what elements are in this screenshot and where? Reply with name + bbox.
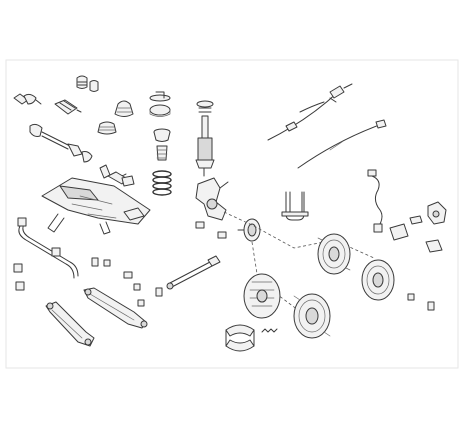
bump-stop[interactable] xyxy=(114,100,134,117)
wheel-hub[interactable] xyxy=(237,218,261,242)
screw[interactable] xyxy=(407,293,435,311)
assembly-guide xyxy=(251,241,299,311)
shock-absorber[interactable] xyxy=(195,100,215,177)
brake-cable[interactable] xyxy=(297,119,387,169)
stabilizer-bar[interactable] xyxy=(17,217,79,279)
bushing[interactable] xyxy=(13,257,163,307)
subframe[interactable] xyxy=(41,177,151,235)
drive-shaft[interactable] xyxy=(29,123,93,163)
brake-drum[interactable] xyxy=(293,293,331,339)
ball-joint[interactable] xyxy=(195,221,227,239)
spring[interactable] xyxy=(261,328,278,333)
diagram-frame xyxy=(5,59,459,369)
brake-disc[interactable] xyxy=(317,233,351,275)
leaf-spring[interactable] xyxy=(83,287,148,329)
u-bolt[interactable] xyxy=(281,191,309,221)
bump-stop[interactable] xyxy=(97,121,117,135)
brake-pad[interactable] xyxy=(389,215,443,253)
brake-shoes[interactable] xyxy=(225,324,255,352)
cv-joint-boot[interactable] xyxy=(76,75,99,92)
strut-mount[interactable] xyxy=(149,91,171,117)
brake-cable[interactable] xyxy=(267,83,353,141)
bump-stop[interactable] xyxy=(153,128,171,142)
steering-knuckle[interactable] xyxy=(195,177,229,221)
bump-stop[interactable] xyxy=(156,145,168,161)
control-arm[interactable] xyxy=(45,301,95,347)
tie-rod[interactable] xyxy=(166,255,221,290)
bracket[interactable] xyxy=(107,171,135,187)
cv-joint-boot[interactable] xyxy=(54,99,82,115)
brake-backing-plate[interactable] xyxy=(243,273,281,319)
brake-caliper[interactable] xyxy=(427,201,447,225)
coil-spring[interactable] xyxy=(152,170,172,196)
drive-shaft-boot[interactable] xyxy=(13,93,42,105)
abs-sensor[interactable] xyxy=(367,169,383,233)
brake-disc[interactable] xyxy=(361,259,395,301)
